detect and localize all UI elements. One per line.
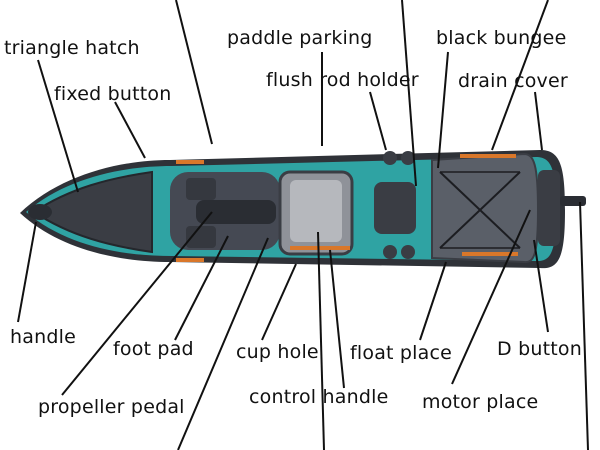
bungee-line-2 (439, 171, 521, 249)
label-triangle-hatch: triangle hatch (4, 37, 140, 59)
triangle-hatch-shape (32, 170, 153, 254)
label-paddle-parking: paddle parking (227, 27, 373, 49)
pointer-bottom-mid (317, 231, 325, 450)
center-hatch-shape (374, 182, 416, 234)
pointer-d-button (533, 239, 549, 333)
pointer-float-place (419, 261, 447, 341)
motor-mount-shape (538, 170, 560, 246)
label-foot-pad: foot pad (113, 338, 194, 360)
pointer-control-handle (329, 249, 345, 389)
accent-strip-5 (462, 252, 518, 256)
label-black-bungee: black bungee (436, 27, 567, 49)
pointer-lines (17, 0, 589, 450)
label-control-handle: control handle (249, 386, 389, 408)
rear-tankwell-shape (431, 152, 540, 264)
bow-handle-shape (28, 204, 52, 220)
label-flush-rod-holder: flush rod holder (266, 69, 419, 91)
rudder-shape (560, 196, 586, 206)
foot-pad-right (186, 226, 216, 248)
label-float-place: float place (350, 342, 453, 364)
label-drain-cover: drain cover (458, 70, 568, 92)
pointer-handle (17, 221, 37, 323)
accent-strip-3 (290, 246, 350, 250)
rod-holder-4 (401, 245, 415, 259)
pointer-bottom-right (579, 201, 589, 450)
pointer-top-mid (401, 0, 417, 187)
rod-holder-1 (383, 151, 397, 165)
pointer-triangle-hatch (37, 59, 79, 193)
pointer-foot-pad (174, 235, 229, 341)
label-propeller-pedal: propeller pedal (38, 396, 185, 418)
foot-pad-left (186, 178, 216, 200)
pointer-cup-hole (261, 263, 297, 341)
label-cup-hole: cup hole (236, 341, 319, 363)
pointer-fixed-button (114, 101, 146, 159)
pointer-motor-place (451, 209, 531, 385)
pointer-black-bungee (437, 51, 449, 169)
pointer-drain-cover (534, 91, 543, 151)
pointer-top-right (491, 0, 549, 151)
label-fixed-button: fixed button (54, 83, 172, 105)
label-motor-place: motor place (422, 391, 539, 413)
pointer-bottom-left (177, 237, 269, 450)
accent-strip-1 (176, 160, 204, 164)
pointer-propeller-pedal (61, 211, 213, 396)
pointer-flush-rod-holder (369, 91, 387, 151)
rod-holder-2 (401, 151, 415, 165)
label-d-button: D button (497, 338, 582, 360)
seat-mesh (290, 180, 342, 242)
accent-strip-2 (176, 258, 204, 262)
propeller-pedal-shape (196, 200, 276, 224)
rod-holder-3 (383, 245, 397, 259)
label-handle: handle (10, 326, 76, 348)
pointer-top-left (175, 0, 213, 145)
accent-strip-4 (460, 154, 516, 158)
